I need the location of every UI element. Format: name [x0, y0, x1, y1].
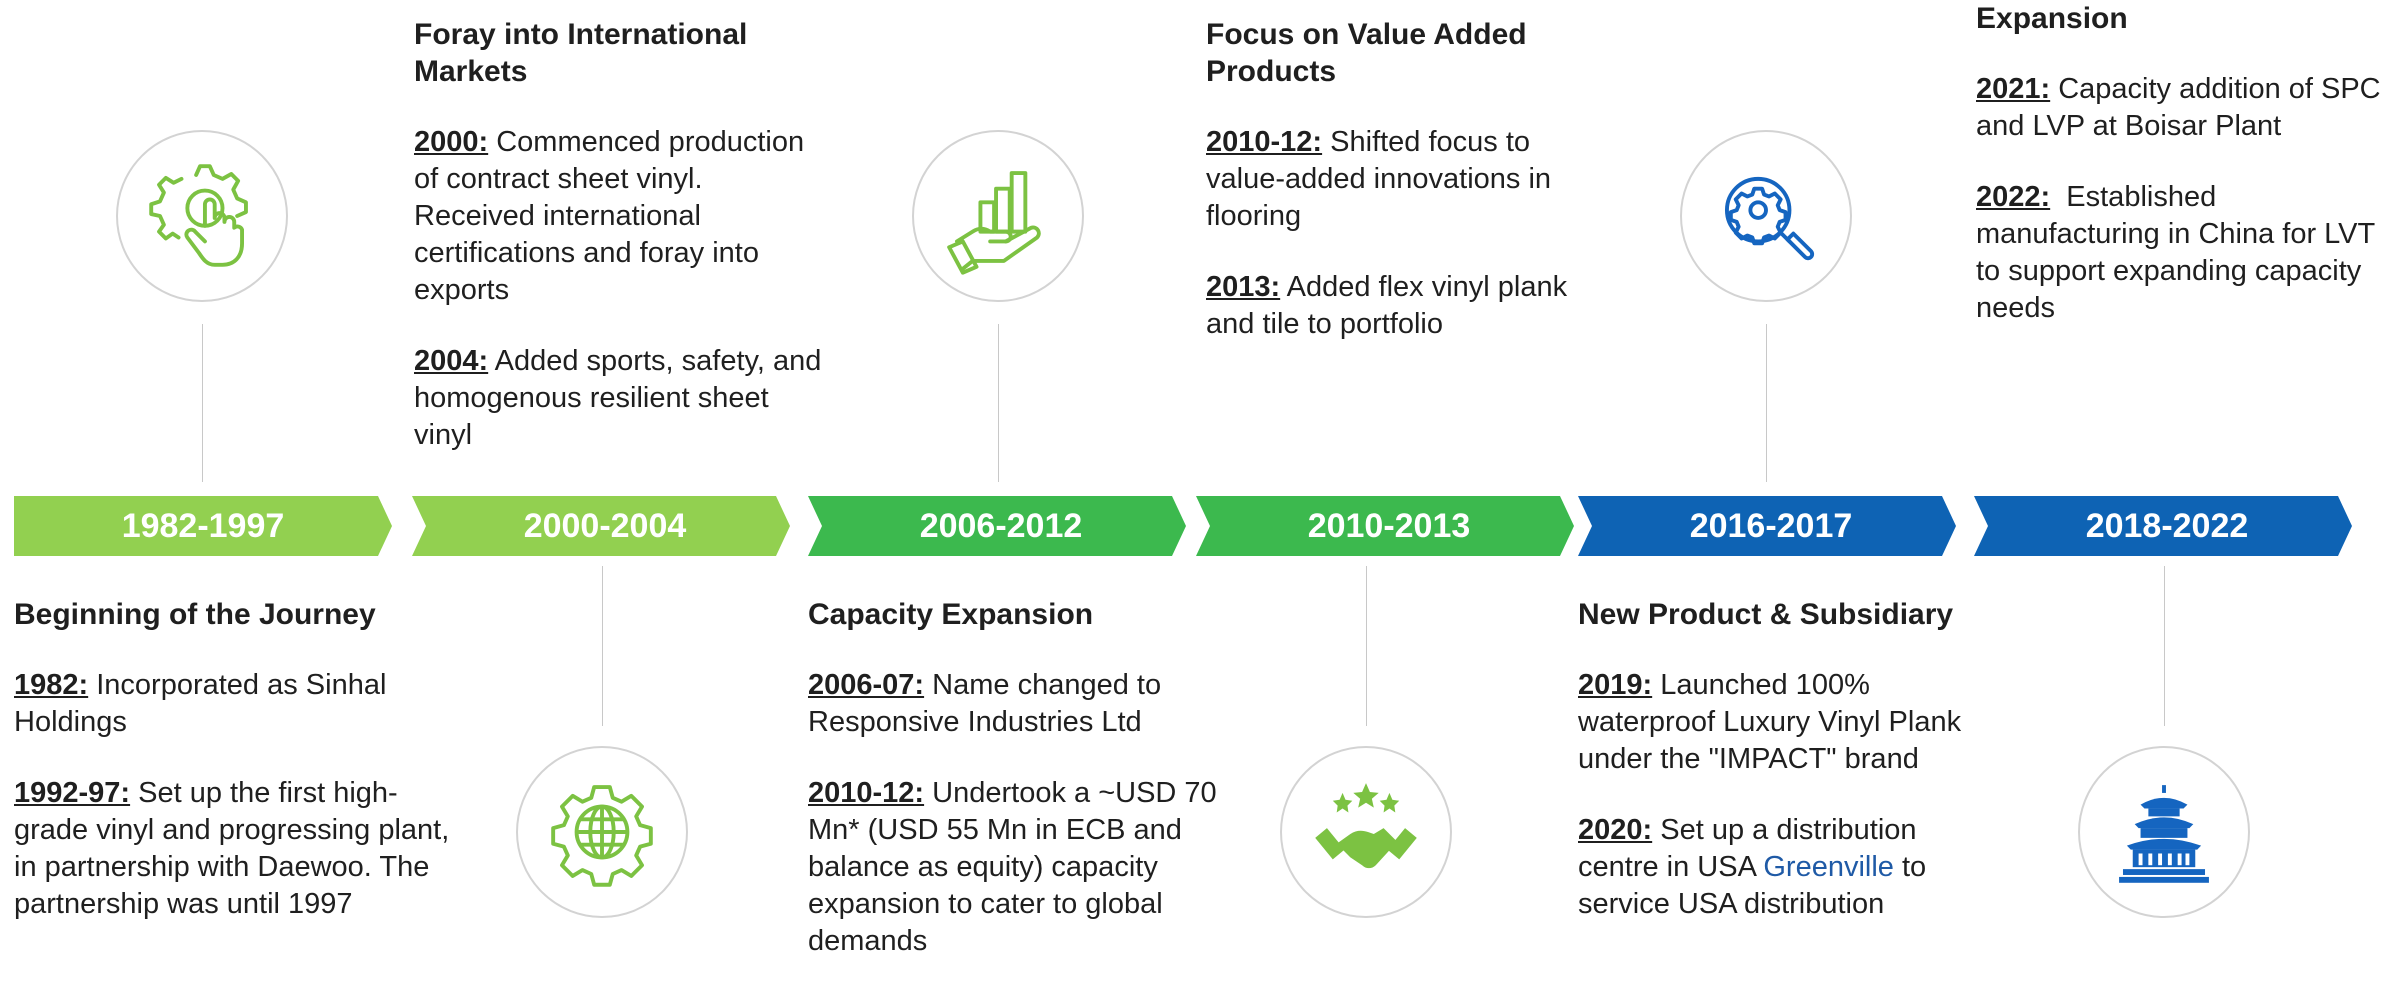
gear-hand-icon [116, 130, 288, 302]
globe-gear-icon [516, 746, 688, 918]
milestone-text: Commenced production of contract sheet v… [414, 126, 805, 306]
milestone-text: Added flex vinyl plank and tile to portf… [1206, 271, 1568, 340]
milestone-text: Set up the first high-grade vinyl and pr… [14, 777, 450, 920]
block-title: Beginning of the Journey [14, 598, 376, 631]
year-label: 2000: [414, 126, 489, 158]
milestone-block-2018-2022: Expansion 2021: Capacity addition of SPC… [1976, 0, 2396, 361]
milestone-block-2010-2013: Focus on Value Added Products 2010-12: S… [1206, 16, 1586, 377]
block-title: Foray into International Markets [414, 18, 748, 88]
growth-hand-icon [912, 130, 1084, 302]
milestone-text: Capacity addition of SPC and LVP at Bois… [1976, 73, 2381, 142]
milestone-block-1982-1997: Beginning of the Journey 1982: Incorpora… [14, 596, 454, 957]
milestone-text: Launched 100% waterproof Luxury Vinyl Pl… [1578, 669, 1962, 775]
connector-line [1766, 324, 1767, 482]
period-label-2000-2004: 2000-2004 [523, 507, 687, 545]
handshake-stars-icon [1280, 746, 1452, 918]
milestone-block-2016-2017: New Product & Subsidiary 2019: Launched … [1578, 596, 1998, 957]
period-label-2016-2017: 2016-2017 [1689, 507, 1853, 545]
block-title: New Product & Subsidiary [1578, 598, 1954, 631]
period-label-2018-2022: 2018-2022 [2085, 507, 2249, 545]
connector-line [2164, 566, 2165, 726]
year-label: 2021: [1976, 73, 2051, 105]
connector-line [1366, 566, 1367, 726]
year-label: 2019: [1578, 669, 1653, 701]
block-title: Expansion [1976, 2, 2128, 35]
milestone-text: Shifted focus to value-added innovations… [1206, 126, 1552, 232]
period-label-1982-1997: 1982-1997 [121, 507, 285, 545]
period-label-2006-2012: 2006-2012 [919, 507, 1083, 545]
gear-search-icon [1680, 130, 1852, 302]
year-label: 1992-97: [14, 777, 131, 809]
year-label: 1982: [14, 669, 89, 701]
milestone-block-2000-2004: Foray into International Markets 2000: C… [414, 16, 824, 488]
period-label-2010-2013: 2010-2013 [1307, 507, 1471, 545]
milestone-text: Added sports, safety, and homogenous res… [414, 345, 822, 451]
milestone-block-2006-2012: Capacity Expansion 2006-07: Name changed… [808, 596, 1238, 994]
milestone-text: Incorporated as Sinhal Holdings [14, 669, 387, 738]
year-label: 2010-12: [1206, 126, 1323, 158]
block-title: Focus on Value Added Products [1206, 18, 1527, 88]
year-label: 2020: [1578, 814, 1653, 846]
connector-line [202, 324, 203, 482]
connector-line [998, 324, 999, 482]
greenville-link[interactable]: Greenville [1763, 851, 1894, 883]
block-title: Capacity Expansion [808, 598, 1094, 631]
milestone-text: Established manufacturing in China for L… [1976, 181, 2383, 324]
year-label: 2022: [1976, 181, 2051, 213]
year-label: 2004: [414, 345, 489, 377]
connector-line [602, 566, 603, 726]
milestone-text: Name changed to Responsive Industries Lt… [808, 669, 1162, 738]
milestone-text: Set up a distribution centre in USA [1578, 814, 1917, 883]
year-label: 2013: [1206, 271, 1281, 303]
temple-icon [2078, 746, 2250, 918]
year-label: 2006-07: [808, 669, 925, 701]
milestone-text: Undertook a ~USD 70 Mn* (USD 55 Mn in EC… [808, 777, 1217, 957]
year-label: 2010-12: [808, 777, 925, 809]
milestone-text: to service USA distribution [1578, 851, 1927, 920]
